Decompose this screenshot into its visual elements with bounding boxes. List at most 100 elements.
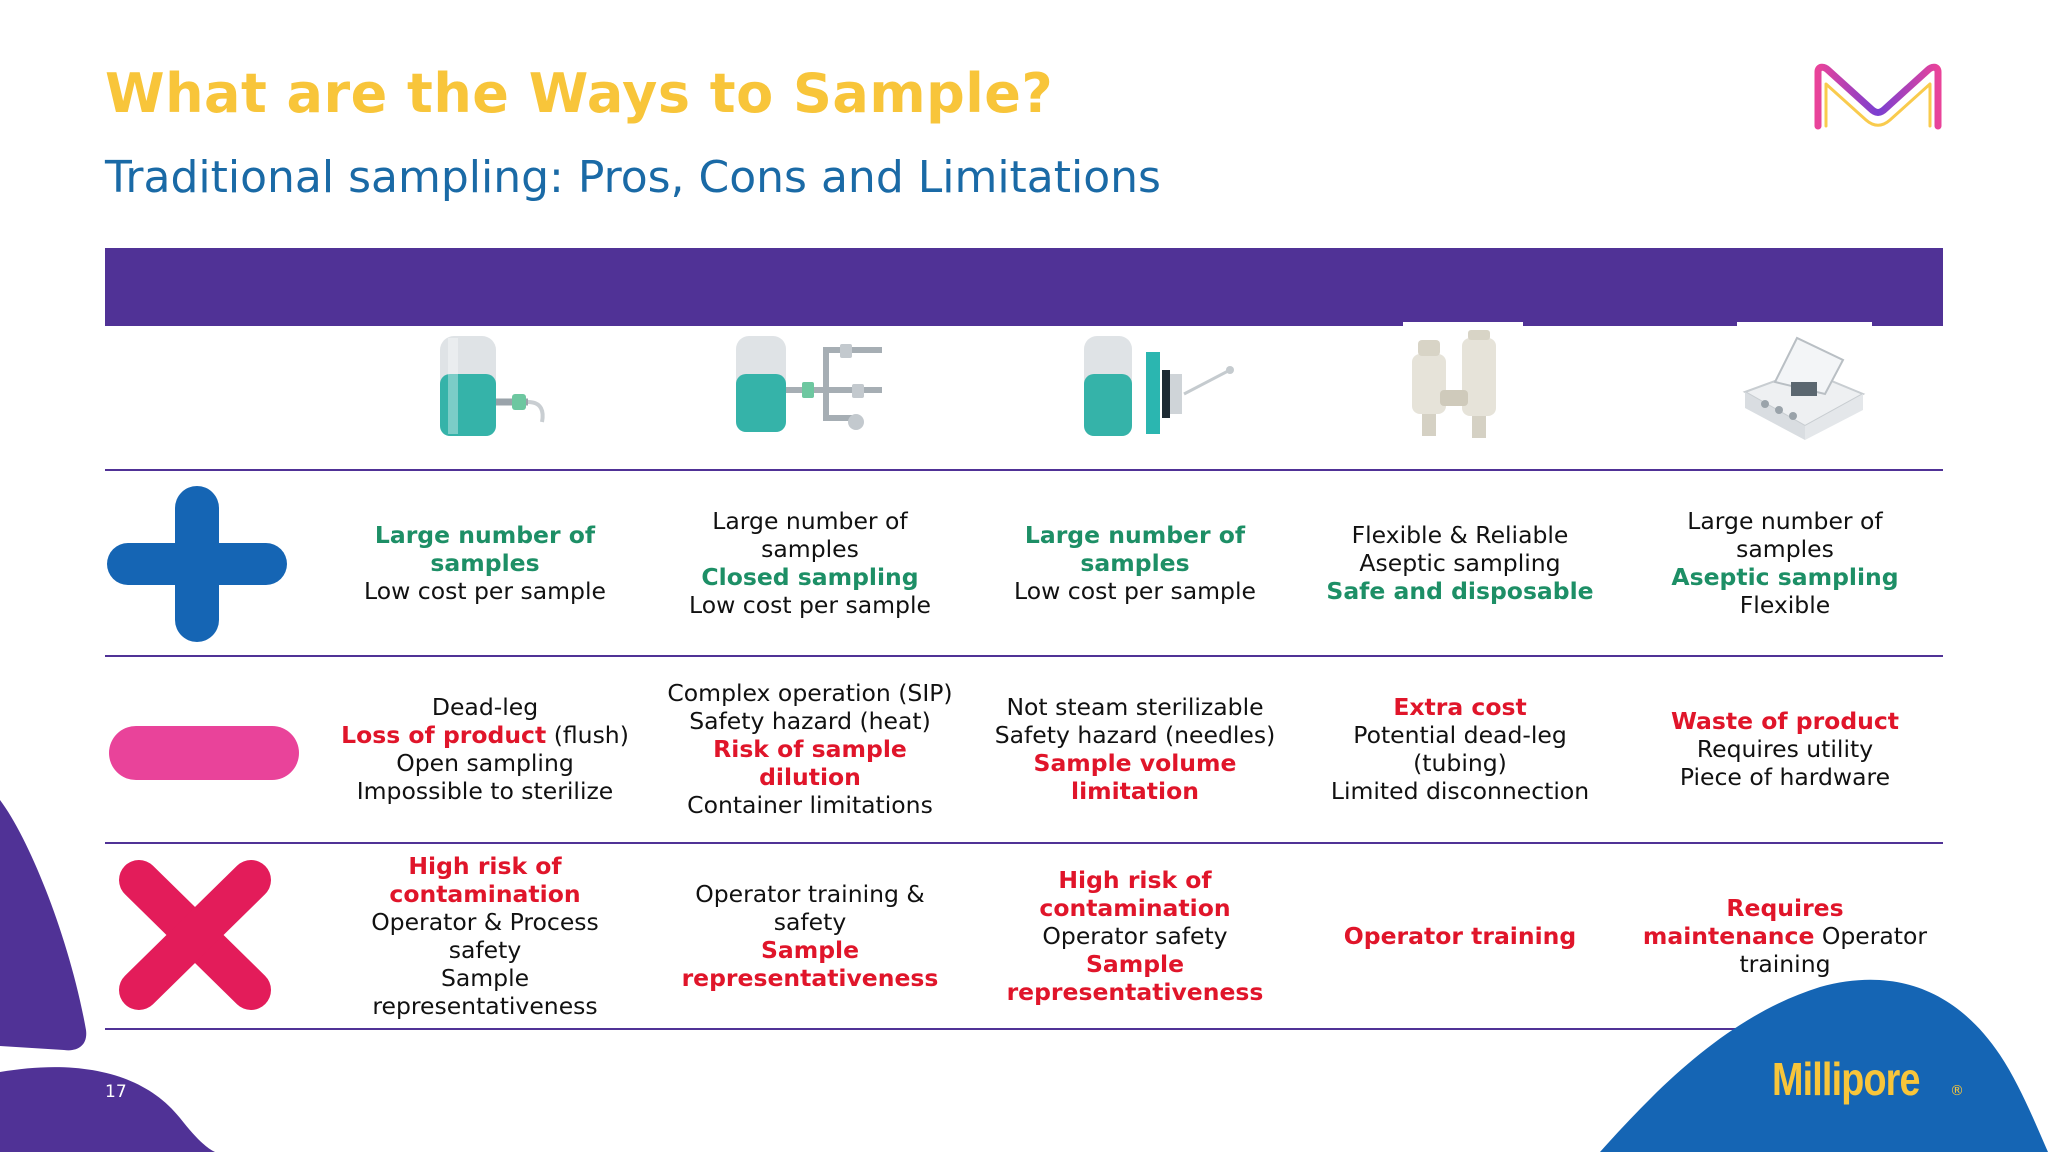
cell-line: maintenance Operator	[1643, 922, 1927, 950]
cell-text: Safety hazard (heat)	[689, 707, 931, 735]
cell-text: Flexible	[1739, 591, 1831, 619]
cell-line: Flexible & Reliable	[1352, 521, 1569, 549]
cell-text: Aseptic sampling	[1671, 563, 1899, 591]
cell-line: Low cost per sample	[1014, 577, 1256, 605]
cell-line: Requires	[1726, 894, 1843, 922]
cell-text: Potential dead-leg	[1353, 721, 1567, 749]
decorative-shape-bottom-left	[0, 1067, 215, 1152]
cell-line: contamination	[389, 880, 580, 908]
cell-text: samples	[1736, 535, 1834, 563]
cell-text: contamination	[1039, 894, 1231, 922]
cell-line: Piece of hardware	[1680, 763, 1890, 791]
cell-text: limitation	[1071, 777, 1199, 805]
cell-text: Piece of hardware	[1679, 763, 1891, 791]
cell-text: Operator	[1814, 922, 1928, 950]
cell-line: Loss of product (flush)	[341, 721, 629, 749]
millipore-brand: Millipore	[1772, 1053, 1921, 1105]
cell-text: contamination	[389, 880, 581, 908]
cell-line: Operator & Process	[371, 908, 599, 936]
cell-line: Large number of	[1025, 521, 1245, 549]
cell-text: samples	[430, 549, 540, 577]
cell-text: training	[1739, 950, 1831, 978]
cell-line: contamination	[1039, 894, 1230, 922]
cell-line: Safe and disposable	[1326, 577, 1593, 605]
cell-text: safety	[448, 936, 522, 964]
cell-line: samples	[761, 535, 859, 563]
cell-line: Extra cost	[1393, 693, 1526, 721]
column-header-tube-welding: Tube Welding	[1683, 24, 1882, 54]
row-divider	[105, 655, 1943, 657]
cell-line: Aseptic sampling	[1359, 549, 1560, 577]
cell-text: Limited disconnection	[1330, 777, 1590, 805]
decorative-shape-left	[0, 800, 87, 1051]
cell-text: Sample	[1085, 950, 1185, 978]
cell-text: samples	[761, 535, 859, 563]
cell-line: Not steam sterilizable	[1006, 693, 1263, 721]
cell-line: Complex operation (SIP)	[667, 679, 952, 707]
cell-text: Closed sampling	[701, 563, 919, 591]
minus-icon	[109, 726, 299, 780]
cell-limitations-col4: Operator training	[1305, 844, 1615, 1028]
cell-line: Sample	[761, 936, 859, 964]
cell-line: Risk of sample	[713, 735, 907, 763]
plus-icon	[107, 486, 287, 642]
cell-text: Not steam sterilizable	[1006, 693, 1264, 721]
cell-line: Potential dead-leg	[1353, 721, 1567, 749]
header-underline	[1737, 322, 1872, 326]
cell-line: Large number of	[1687, 507, 1882, 535]
cell-text: Low cost per sample	[1014, 577, 1256, 605]
aseptic-connectors-illustration	[1412, 330, 1496, 438]
cell-line: Low cost per sample	[689, 591, 931, 619]
cell-line: representativeness	[372, 992, 597, 1020]
cell-text: High risk of	[408, 852, 562, 880]
cell-line: representativeness	[1007, 978, 1264, 1006]
tube-welding-device-illustration	[1742, 336, 1866, 440]
cell-text: Waste of product	[1670, 707, 1900, 735]
table-header	[105, 248, 1943, 326]
cell-text: Operator training &	[695, 880, 925, 908]
open-sampling-valve-illustration	[440, 336, 545, 436]
cell-line: Large number of	[375, 521, 595, 549]
cell-line: Limited disconnection	[1331, 777, 1589, 805]
cell-text: Complex operation (SIP)	[667, 679, 953, 707]
merck-m-logo	[1814, 63, 1942, 130]
cell-line: safety	[774, 908, 847, 936]
slide-subtitle: Traditional sampling: Pros, Cons and Lim…	[105, 152, 1161, 203]
cell-text: Sample	[760, 936, 860, 964]
cell-text: Large number of	[1687, 507, 1883, 535]
cell-text: Safe and disposable	[1326, 577, 1594, 605]
cell-line: Large number of	[712, 507, 907, 535]
cell-text: Flexible & Reliable	[1351, 521, 1569, 549]
cell-line: Open sampling	[396, 749, 574, 777]
cell-line: Dead-leg	[432, 693, 538, 721]
cell-text: representativeness	[681, 964, 939, 992]
decorative-shape-bottom-right	[1600, 979, 2048, 1152]
cell-line: Waste of product	[1671, 707, 1899, 735]
cell-line: Sample	[441, 964, 529, 992]
septum-sampling-illustration	[1084, 336, 1234, 436]
cell-text: Impossible to sterilize	[356, 777, 614, 805]
cell-line: samples	[430, 549, 539, 577]
header-underline	[1403, 322, 1523, 326]
cell-text: Loss of product	[341, 721, 547, 749]
cell-line: dilution	[759, 763, 861, 791]
cell-text: (tubing)	[1413, 749, 1507, 777]
steam-in-place-valve-illustration	[736, 336, 882, 432]
cell-line: Container limitations	[687, 791, 933, 819]
cell-text: Operator training	[1343, 922, 1577, 950]
cell-text: Extra cost	[1393, 693, 1527, 721]
cell-line: Low cost per sample	[364, 577, 606, 605]
cell-text: Low cost per sample	[689, 591, 931, 619]
cell-line: Impossible to sterilize	[357, 777, 614, 805]
cell-line: Requires utility	[1697, 735, 1873, 763]
cross-icon	[119, 860, 271, 1010]
